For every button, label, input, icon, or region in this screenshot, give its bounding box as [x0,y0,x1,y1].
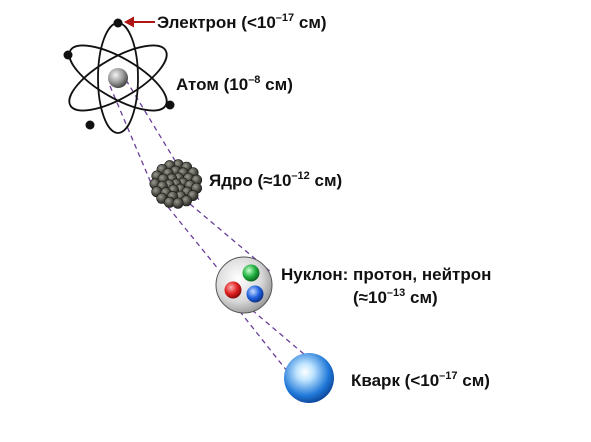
electron-label: Электрон (<10–17 см) [157,12,327,32]
cone-nucleus-to-nucleon-left [167,206,220,271]
quark-label: Кварк (<10–17 см) [351,370,490,390]
orbit-ring [68,44,168,112]
atom-model [63,18,175,134]
electron-dot [85,120,95,130]
electron-dot [63,50,73,60]
quark-green [242,264,260,282]
atom-label: Атом (10–8 см) [176,74,293,94]
nucleon-label-line2: (≈10–13 см) [353,287,438,307]
atom-nucleus-sphere [108,68,128,88]
quark-blue [246,285,264,303]
cone-nucleon-to-quark-right [251,309,306,356]
quark-sphere [284,353,334,403]
nucleon-sphere [215,256,273,314]
zoom-cone-lines [109,79,306,372]
nucleon-label-line1: Нуклон: протон, нейтрон [281,265,491,284]
quark-red [224,281,242,299]
electron-dot [165,100,175,110]
nucleus-label: Ядро (≈10–12 см) [209,170,342,190]
electron-dot [113,18,123,28]
nucleus-cluster [149,159,203,209]
cone-nucleon-to-quark-left [233,303,288,372]
electrons [63,18,175,130]
electron-pointer-arrow [124,16,155,28]
nucleus-particle [172,197,184,209]
nucleon-body [215,256,273,314]
